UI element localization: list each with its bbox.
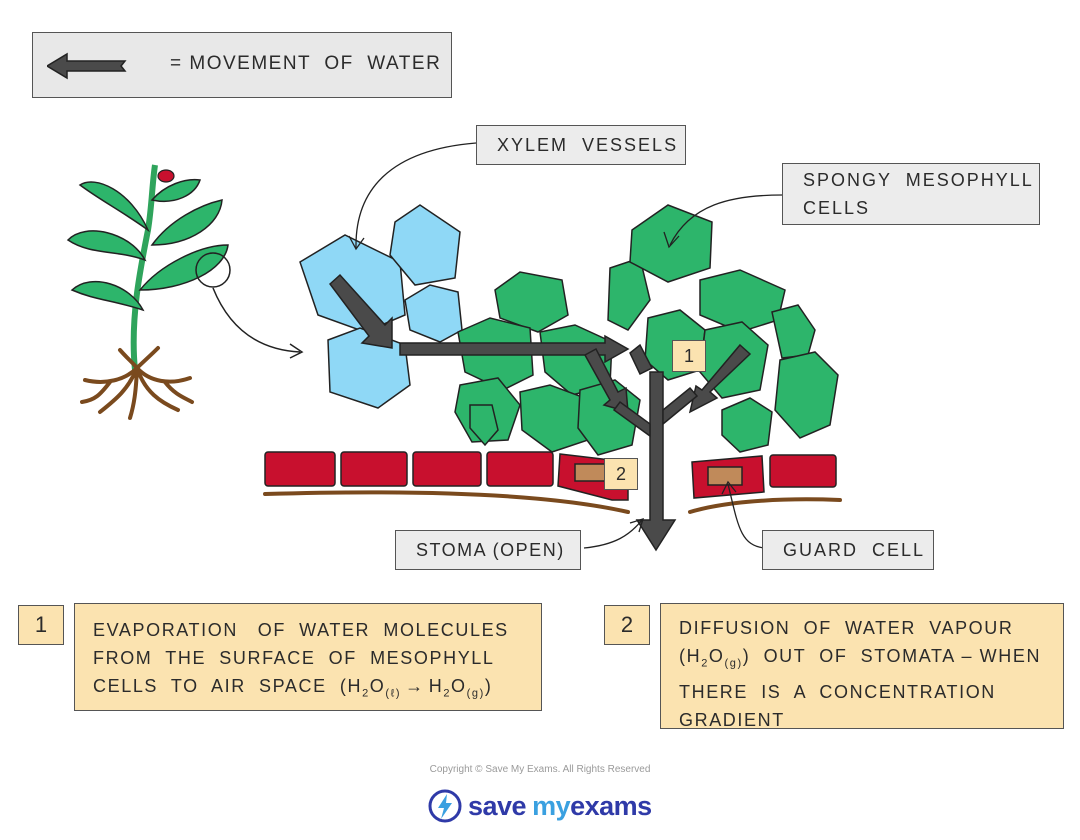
water-movement-arrow-icon xyxy=(47,52,127,80)
water-movement-arrows xyxy=(328,273,752,552)
guard-cell-label: GUARD CELL xyxy=(762,530,934,570)
roots-illustration xyxy=(80,346,194,420)
note-one-number: 1 xyxy=(18,605,64,645)
marker-one: 1 xyxy=(672,340,706,372)
note-one: EVAPORATION OF WATER MOLECULES FROM THE … xyxy=(74,603,542,711)
spongy-mesophyll-label: SPONGY MESOPHYLL CELLS xyxy=(782,163,1040,225)
note-two-line1: DIFFUSION OF WATER VAPOUR xyxy=(679,618,1014,638)
xylem-vessels-label: XYLEM VESSELS xyxy=(476,125,686,165)
note-one-line1: EVAPORATION OF WATER MOLECULES xyxy=(93,620,509,640)
note-two-line4: GRADIENT xyxy=(679,709,785,730)
note-one-line2: FROM THE SURFACE OF MESOPHYLL xyxy=(93,648,495,668)
spongy-mesophyll-cells xyxy=(454,204,839,456)
leader-lines xyxy=(348,142,783,549)
lightning-bolt-icon xyxy=(428,789,462,823)
legend-label: = MOVEMENT OF WATER xyxy=(170,53,442,74)
stoma-text: STOMA (OPEN) xyxy=(416,539,565,560)
spongy-mesophyll-text-line2: CELLS xyxy=(803,198,871,218)
spongy-mesophyll-text-line1: SPONGY MESOPHYLL xyxy=(803,170,1034,190)
xylem-vessels xyxy=(299,204,463,409)
legend-box: = MOVEMENT OF WATER xyxy=(32,32,452,98)
note-one-line3: CELLS TO AIR SPACE (H2O(ℓ)→H2O(g)) xyxy=(93,676,493,700)
xylem-vessels-text: XYLEM VESSELS xyxy=(497,134,679,155)
lower-epidermis xyxy=(264,451,837,488)
marker-two: 2 xyxy=(604,458,638,490)
cuticle-lines xyxy=(263,490,842,514)
leaf-cross-section-diagram xyxy=(66,142,842,552)
note-two: DIFFUSION OF WATER VAPOUR (H2O(g)) OUT O… xyxy=(660,603,1064,730)
copyright-notice: Copyright © Save My Exams. All Rights Re… xyxy=(429,764,651,775)
marker-two-text: 2 xyxy=(615,463,626,484)
marker-one-text: 1 xyxy=(683,345,694,366)
note-two-number: 2 xyxy=(604,605,650,645)
plant-illustration xyxy=(66,164,231,420)
guard-cell-text: GUARD CELL xyxy=(783,539,926,560)
stoma-label: STOMA (OPEN) xyxy=(395,530,581,570)
note-two-line3: THERE IS A CONCENTRATION xyxy=(679,681,996,702)
note-two-line2: (H2O(g)) OUT OF STOMATA – WHEN xyxy=(679,646,1042,670)
